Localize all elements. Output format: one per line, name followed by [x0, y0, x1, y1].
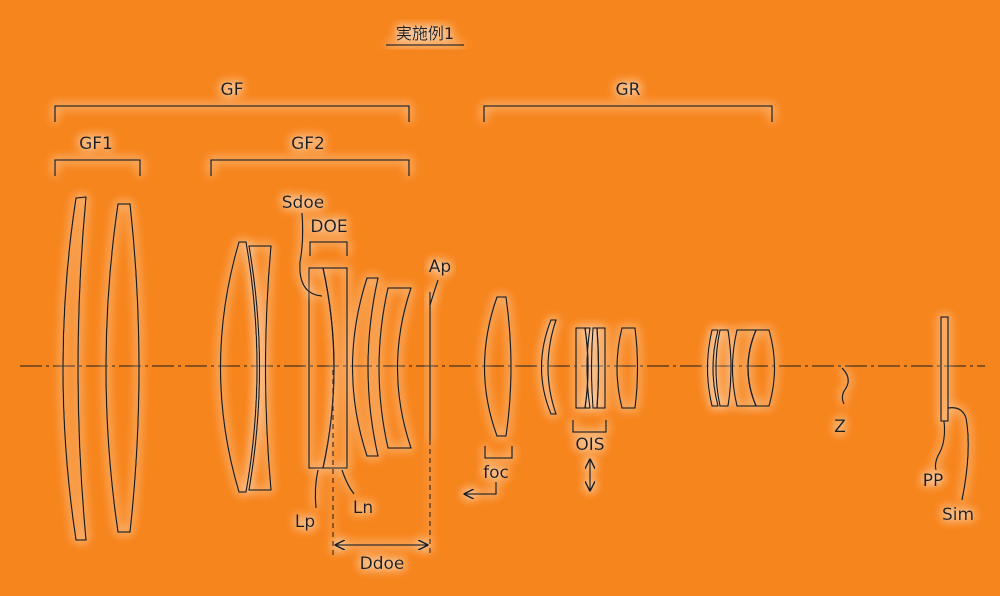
image-side: Z PP Sim [834, 316, 974, 525]
label-gf: GF [221, 80, 244, 100]
diagram-title: 実施例1 [386, 24, 464, 46]
lens-gr-6 [747, 329, 776, 407]
z-leader [841, 367, 849, 405]
lens-gr-3 [706, 329, 719, 407]
lens-lp [308, 267, 335, 469]
lens-group-gf2 [219, 241, 412, 493]
protective-plate [940, 316, 949, 422]
sdoe-leader [299, 212, 323, 297]
lens-gr-4 [715, 329, 732, 407]
lens-gf2-5 [351, 277, 379, 457]
label-ddoe: Ddoe [360, 554, 405, 574]
lens-focus [483, 296, 512, 437]
doe-annotations: Sdoe DOE Ddoe Lp Ln [282, 193, 431, 574]
lens-gr-1 [540, 319, 557, 415]
label-ois: OIS [575, 435, 604, 455]
label-sim: Sim [942, 505, 974, 525]
lens-gf1-2 [105, 203, 140, 533]
aperture-leader [429, 279, 439, 306]
label-gf1: GF1 [79, 134, 113, 154]
group-brackets: GF GF1 GF2 GR [54, 80, 773, 176]
pp-leader [934, 420, 946, 471]
title-text: 実施例1 [396, 24, 454, 43]
label-focus: foc [483, 463, 509, 483]
focus-arrow [465, 482, 497, 494]
lens-gf2-6 [378, 287, 412, 449]
label-aperture: Ap [429, 257, 451, 277]
ln-leader [341, 469, 355, 495]
lens-gf1-1 [62, 196, 87, 541]
label-z: Z [834, 417, 846, 437]
lens-group-gf1 [62, 196, 140, 541]
lens-ln [322, 267, 348, 469]
sim-leader [947, 407, 969, 501]
bracket-gf2 [210, 159, 410, 176]
bracket-focus [484, 446, 513, 459]
label-gf2: GF2 [291, 134, 325, 154]
bracket-doe [309, 241, 348, 256]
aperture-stop: Ap [429, 257, 451, 440]
bracket-gf [54, 105, 410, 122]
lens-gr-2 [616, 327, 639, 409]
lens-gf2-2 [248, 245, 272, 491]
bracket-gf1 [54, 159, 141, 176]
label-pp: PP [923, 471, 944, 491]
lens-ois-2 [584, 327, 591, 409]
lens-group-gr: OIS [540, 319, 776, 490]
label-doe: DOE [310, 217, 347, 237]
bracket-ois [572, 420, 607, 433]
focus-group: foc [465, 296, 513, 494]
lens-gf2-1 [219, 241, 258, 493]
lp-leader [314, 469, 319, 509]
label-gr: GR [616, 80, 641, 100]
label-sdoe: Sdoe [282, 193, 324, 213]
bracket-gr [483, 105, 773, 122]
label-lp: Lp [295, 512, 315, 532]
lens-ois-4 [596, 327, 606, 409]
label-ln: Ln [353, 498, 373, 518]
